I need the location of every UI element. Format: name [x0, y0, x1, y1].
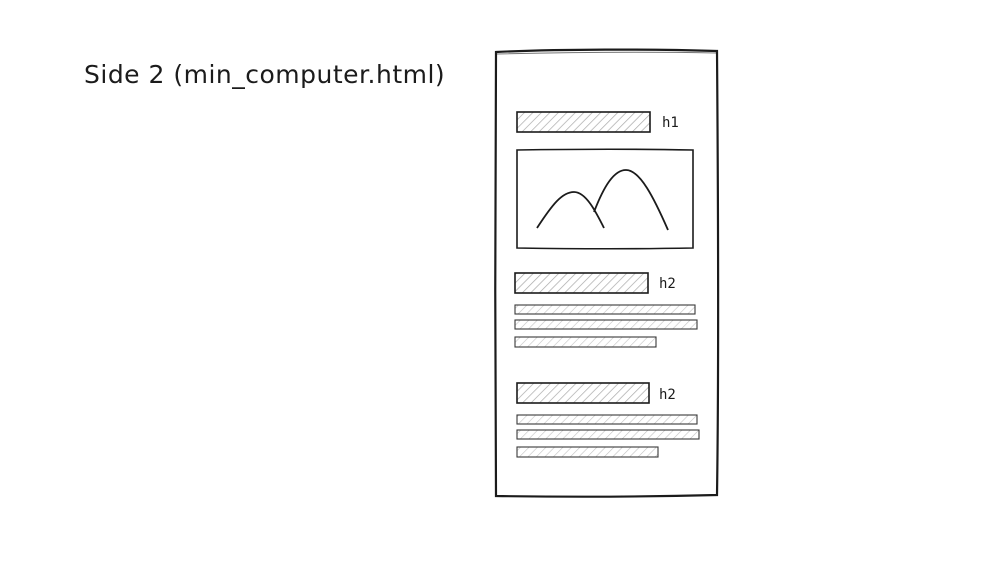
section-1-label: h2 [659, 276, 676, 292]
diagram-title: Side 2 (min_computer.html) [84, 60, 446, 89]
h1-heading-bar [516, 111, 651, 133]
section-1-heading-bar [514, 272, 649, 294]
image-placeholder [516, 148, 694, 250]
section-2-text-lines [516, 414, 700, 458]
section-2-label: h2 [659, 387, 676, 403]
section-2-heading-bar [516, 382, 650, 404]
mountain-icon [536, 191, 605, 229]
h1-label: h1 [662, 115, 679, 131]
phone-frame [494, 48, 720, 498]
section-1-text-lines [514, 304, 698, 348]
